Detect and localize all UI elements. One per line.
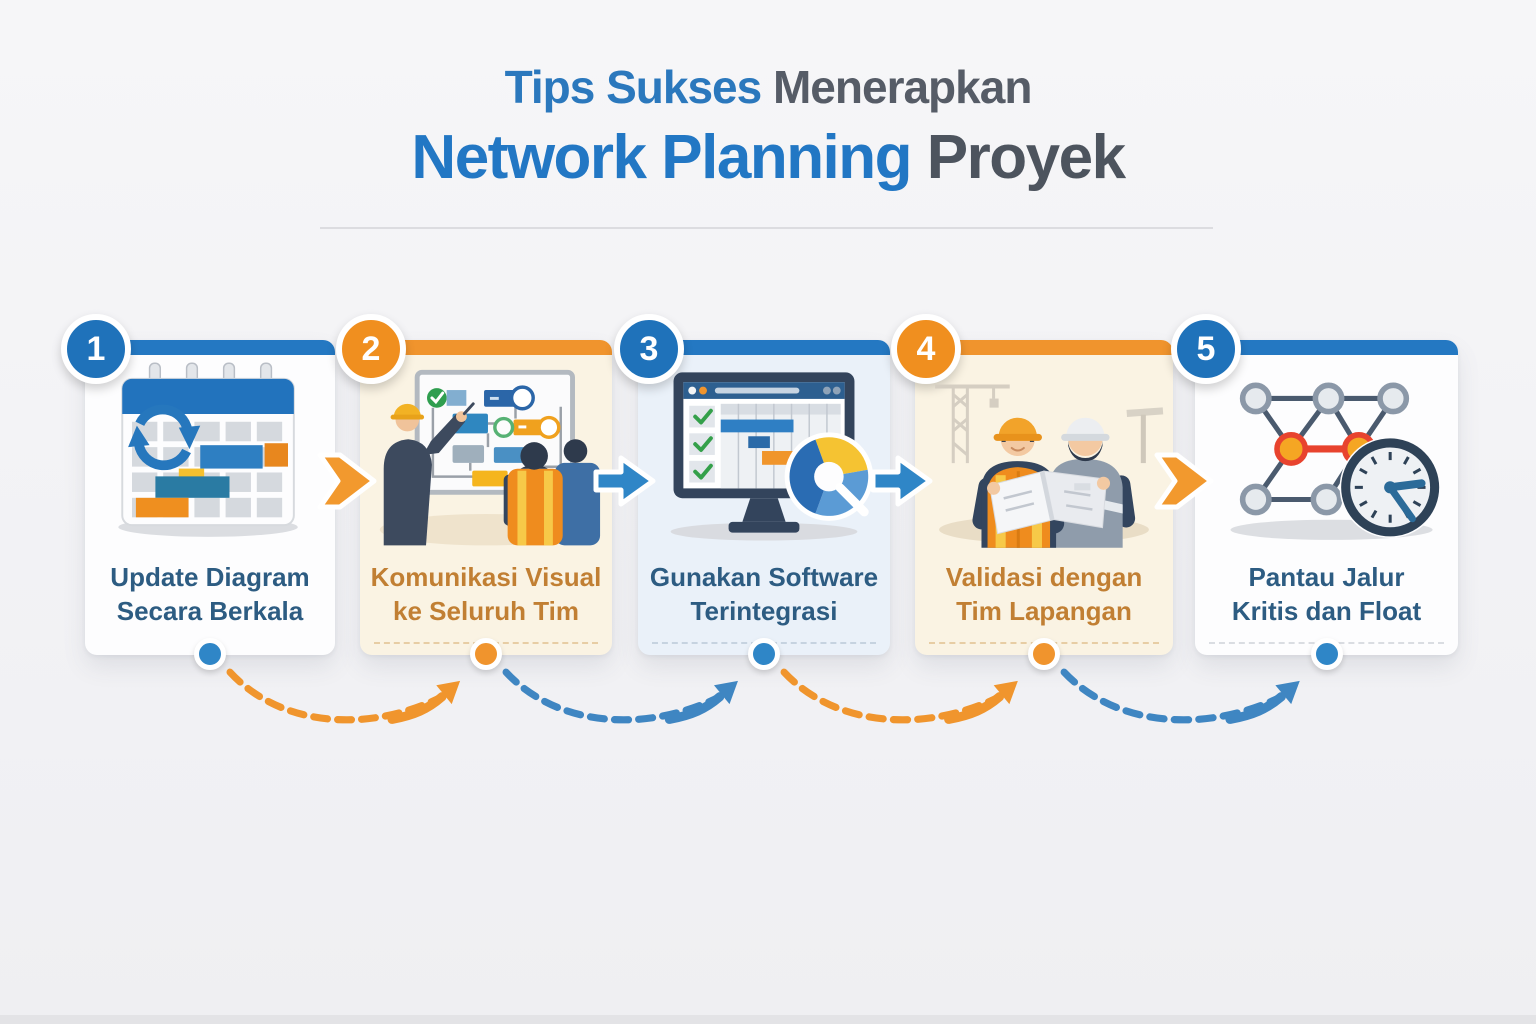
card-label-line1: Komunikasi Visual bbox=[370, 562, 602, 592]
card-top-bar bbox=[638, 340, 890, 355]
card-top-bar bbox=[85, 340, 335, 355]
page-title: Tips Sukses Menerapkan Network Planning … bbox=[0, 60, 1536, 193]
step-card-1: 1 bbox=[61, 314, 335, 670]
card-icon-area bbox=[368, 356, 604, 548]
network-critical-path-clock-icon bbox=[1230, 382, 1441, 540]
title-line2-rest: Proyek bbox=[926, 123, 1126, 192]
card-label-line1: Update Diagram bbox=[110, 562, 310, 592]
card-label: Validasi dengan Tim Lapangan bbox=[919, 560, 1169, 629]
step-card-5: 5 bbox=[1171, 314, 1458, 670]
step-number-badge: 3 bbox=[614, 314, 684, 384]
timeline-dot bbox=[1310, 638, 1343, 670]
card-label-line1: Gunakan Software bbox=[649, 562, 879, 592]
card-label: Gunakan Software Terintegrasi bbox=[642, 560, 886, 629]
card-label: Update Diagram Secara Berkala bbox=[89, 560, 331, 629]
card-label: Komunikasi Visual ke Seluruh Tim bbox=[364, 560, 608, 629]
blueprint-plan bbox=[987, 470, 1111, 535]
step-card-4: 4 bbox=[891, 314, 1173, 670]
step-card-3: 3 bbox=[614, 314, 890, 670]
step-number-badge: 5 bbox=[1171, 314, 1241, 384]
title-line-2: Network Planning Proyek bbox=[0, 122, 1536, 193]
card-label-line2: Terintegrasi bbox=[690, 596, 838, 627]
arrow-right-icon bbox=[317, 452, 377, 510]
card-label-line1: Pantau Jalur bbox=[1248, 562, 1405, 592]
card-label: Pantau Jalur Kritis dan Float bbox=[1199, 560, 1454, 629]
field-workers-blueprint-icon bbox=[935, 384, 1164, 548]
card-icon-area bbox=[93, 356, 327, 548]
viewer-figures bbox=[503, 439, 601, 546]
card-top-bar bbox=[360, 340, 612, 355]
card-label-line2: Secara Berkala bbox=[116, 596, 304, 627]
dashed-curve-arrow-icon bbox=[502, 668, 738, 724]
timeline-dot bbox=[748, 638, 780, 670]
dashed-curve-arrow-icon bbox=[1060, 668, 1300, 724]
step-number-badge: 4 bbox=[891, 314, 961, 384]
step-number-badge: 2 bbox=[336, 314, 406, 384]
presenter-figure bbox=[383, 402, 475, 546]
title-line1-rest: Menerapkan bbox=[772, 61, 1032, 113]
bottom-edge-strip bbox=[0, 1015, 1536, 1024]
crane-silhouette bbox=[935, 384, 1010, 464]
card-label-line2: Tim Lapangan bbox=[956, 596, 1132, 627]
card-icon-area bbox=[923, 356, 1165, 548]
arrow-right-icon bbox=[1154, 452, 1214, 510]
calendar-refresh-icon bbox=[118, 362, 298, 537]
title-line1-accent: Tips Sukses bbox=[504, 61, 763, 113]
title-divider bbox=[320, 227, 1213, 229]
title-line-1: Tips Sukses Menerapkan bbox=[0, 60, 1536, 114]
title-line2-accent: Network Planning bbox=[411, 123, 912, 192]
card-top-bar bbox=[1195, 340, 1458, 355]
card-top-bar bbox=[915, 340, 1173, 355]
arrow-right-icon bbox=[593, 455, 656, 507]
arrow-right-icon bbox=[870, 455, 933, 507]
timeline-dot bbox=[194, 638, 226, 670]
refresh-icon bbox=[128, 404, 201, 471]
card-label-line2: ke Seluruh Tim bbox=[393, 596, 579, 627]
card-label-line1: Validasi dengan bbox=[945, 562, 1143, 592]
gantt-monitor-icon bbox=[670, 372, 874, 541]
step-card-2: 2 bbox=[336, 314, 612, 670]
clock-icon bbox=[1339, 436, 1441, 538]
card-icon-area bbox=[1203, 356, 1450, 548]
dashed-curve-arrow-icon bbox=[226, 668, 461, 724]
team-whiteboard-icon bbox=[379, 369, 601, 546]
timeline-dot bbox=[470, 638, 502, 670]
dashed-curve-arrow-icon bbox=[780, 668, 1018, 724]
card-icon-area bbox=[646, 356, 882, 548]
card-label-line2: Kritis dan Float bbox=[1231, 596, 1422, 627]
step-number-badge: 1 bbox=[61, 314, 131, 384]
pie-chart-icon bbox=[784, 432, 874, 521]
timeline-dot bbox=[1028, 638, 1060, 670]
